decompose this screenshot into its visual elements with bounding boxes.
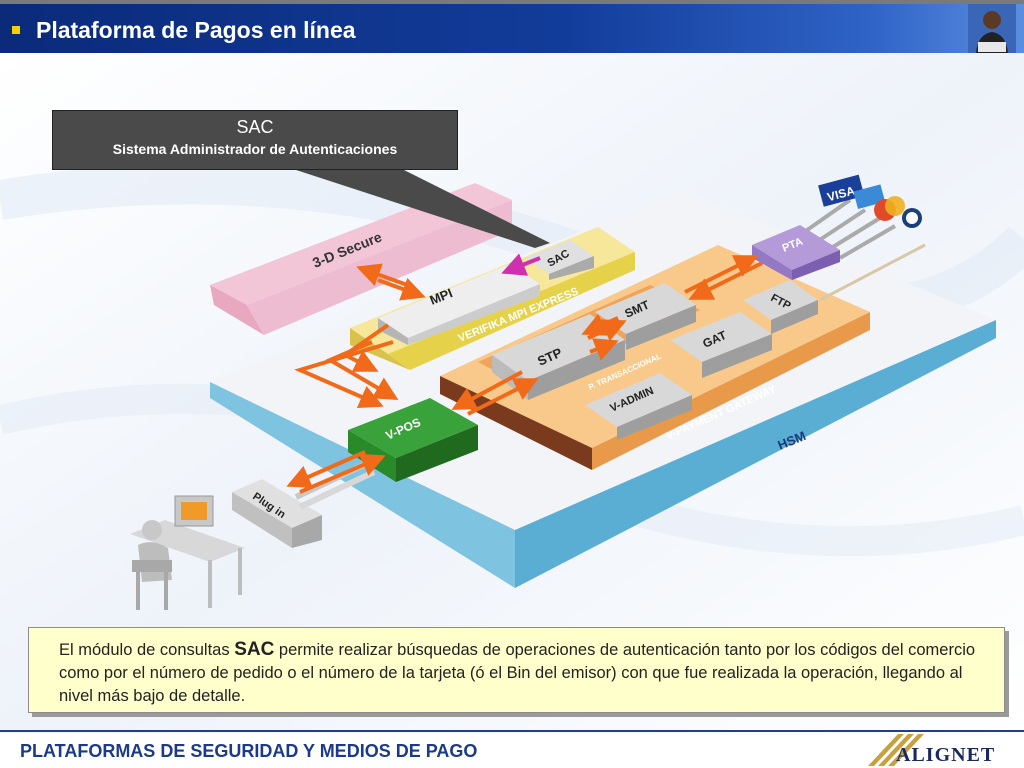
info-text: El módulo de consultas SAC permite reali… (59, 638, 979, 708)
info-text-before: El módulo de consultas (59, 641, 235, 659)
callout-subtitle: Sistema Administrador de Autenticaciones (112, 141, 398, 157)
sac-mpi-arrow (501, 253, 541, 276)
info-text-highlight: SAC (234, 639, 275, 660)
presenter-avatar-icon (968, 4, 1016, 53)
alignet-logo: ALIGNET (868, 730, 1018, 768)
sac-block: SAC (525, 240, 594, 280)
info-box: El módulo de consultas SAC permite reali… (28, 627, 1005, 713)
visa-card-icon (818, 174, 865, 207)
footer-divider (0, 730, 1024, 732)
logo-text: ALIGNET (896, 744, 996, 766)
pta-block: PTA (752, 198, 926, 302)
slide-header: Plataforma de Pagos en línea (0, 0, 1024, 53)
ftp-block: FTP (743, 280, 818, 334)
slide-title: Plataforma de Pagos en línea (36, 17, 356, 43)
plugin-block: Plug in (232, 479, 322, 548)
flow-arrows (286, 255, 763, 494)
card-logos: VISA (818, 174, 922, 228)
gat-block: GAT (670, 312, 772, 378)
user-computer-icon (130, 495, 245, 610)
callout-pointer (290, 168, 550, 248)
info-text-after: permite realizar búsquedas de operacione… (59, 641, 976, 705)
vadmin-block: V-ADMIN (585, 373, 692, 440)
title-bullet (12, 26, 20, 34)
logo-stripes-icon (868, 734, 924, 766)
mpi-block: MPI (378, 264, 540, 345)
callout-title: SAC (236, 117, 274, 137)
sac-callout: SAC Sistema Administrador de Autenticaci… (52, 110, 458, 170)
footer-title: PLATAFORMAS DE SEGURIDAD Y MEDIOS DE PAG… (20, 741, 478, 761)
